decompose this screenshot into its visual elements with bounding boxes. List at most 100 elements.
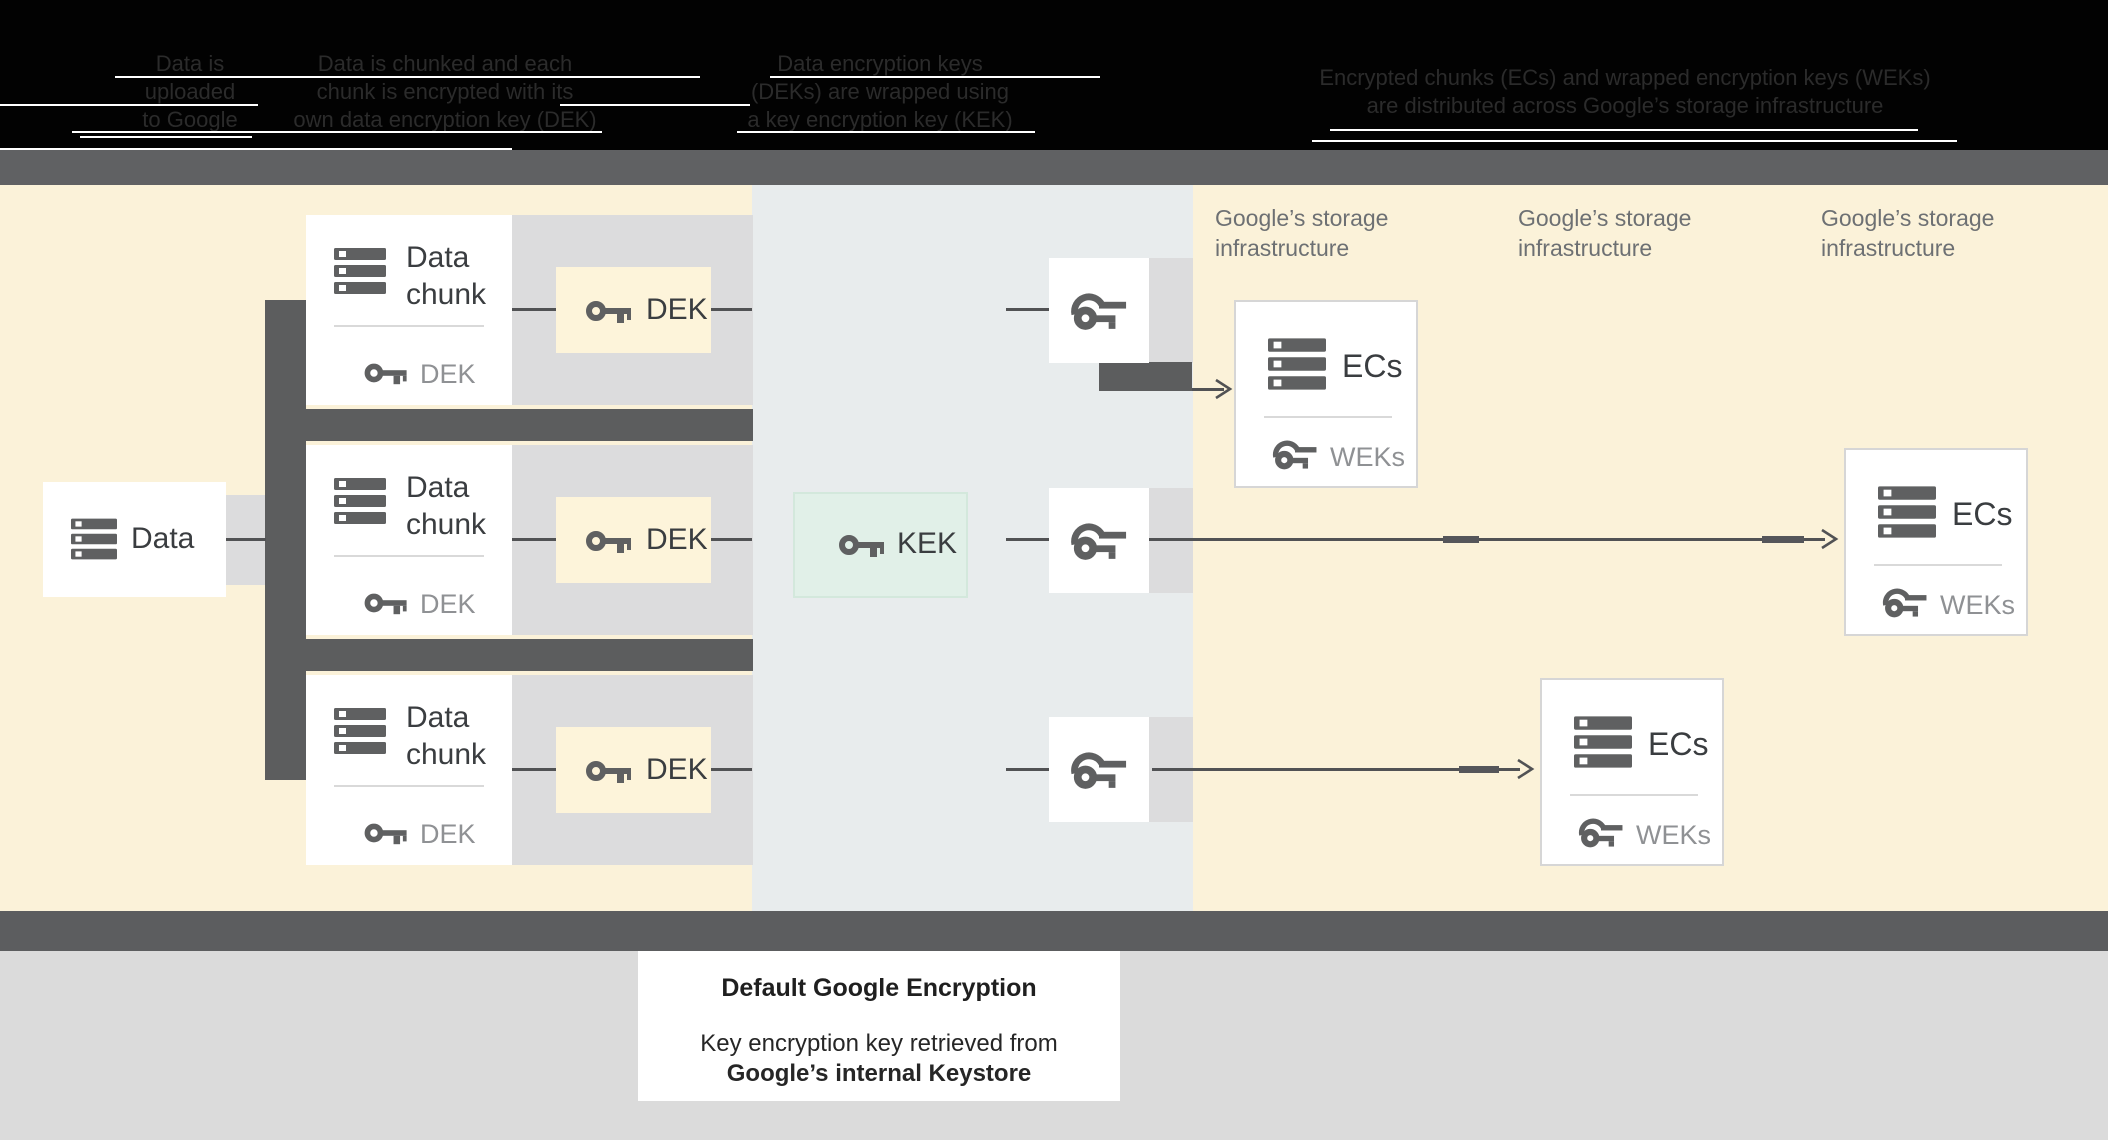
key-icon bbox=[364, 359, 410, 387]
chunk-dek-label: DEK bbox=[420, 359, 476, 389]
header-note-line: own data encryption key (DEK) bbox=[293, 107, 597, 132]
arrowhead-icon bbox=[1820, 528, 1840, 550]
data-stack-icon bbox=[71, 518, 117, 560]
data-chunk-box: Data chunk DEK bbox=[306, 215, 512, 405]
caption-body: Key encryption key retrieved from Google… bbox=[638, 1029, 1120, 1089]
footer-area: Default Google Encryption Key encryption… bbox=[0, 951, 2108, 1140]
chunk-dek-label: DEK bbox=[420, 589, 476, 619]
header-note-distribution: Encrypted chunks (ECs) and wrapped encry… bbox=[1290, 64, 1960, 120]
chunk-box-title: Data chunk bbox=[406, 701, 487, 771]
header-note-line: Data is chunked and each bbox=[317, 51, 573, 76]
connector-line bbox=[711, 768, 752, 771]
arrow-line bbox=[1192, 388, 1224, 391]
arrow-line bbox=[1149, 538, 1825, 541]
glitch-line bbox=[115, 76, 700, 78]
data-box: Data bbox=[43, 482, 226, 597]
wrapped-key-icon bbox=[1272, 436, 1318, 472]
ecs-box-label: ECs bbox=[1648, 726, 1709, 762]
header-note-line: (DEKs) are wrapped using bbox=[750, 79, 1009, 104]
glitch-line bbox=[80, 136, 252, 138]
fork-trunk-bar bbox=[265, 300, 306, 780]
glitch-line bbox=[560, 104, 750, 106]
connector-line bbox=[512, 538, 556, 541]
header-note-chunking: Data is chunked and each chunk is encryp… bbox=[280, 50, 610, 134]
glitch-line bbox=[1330, 129, 1918, 131]
storage-infrastructure-label: Google’s storage infrastructure bbox=[1518, 205, 1692, 261]
wrapped-key-icon bbox=[1070, 518, 1128, 563]
storage-infrastructure-label: Google’s storage infrastructure bbox=[1215, 205, 1389, 261]
divider bbox=[1264, 416, 1392, 418]
dek-box: DEK bbox=[556, 727, 711, 813]
header-note-line: chunk is encrypted with its bbox=[316, 79, 574, 104]
ecs-box-label: ECs bbox=[1342, 348, 1403, 384]
header-note-line: to Google bbox=[142, 107, 238, 132]
key-icon bbox=[586, 756, 634, 786]
chunk-box-title: Data chunk bbox=[406, 241, 487, 311]
diagram-canvas: Data Data chunk DEK Data chunk bbox=[0, 185, 2108, 911]
wrapped-key-box bbox=[1049, 488, 1149, 593]
arrow-line-thick bbox=[1443, 536, 1479, 543]
key-icon bbox=[364, 589, 410, 617]
key-icon bbox=[586, 526, 634, 556]
ecs-weks-label: WEKs bbox=[1636, 820, 1712, 850]
fork-cross-bar bbox=[265, 409, 753, 441]
ecs-box: ECs WEKs bbox=[1540, 678, 1724, 866]
arrow-line bbox=[1152, 768, 1520, 771]
fork-cross-bar bbox=[265, 639, 753, 671]
divider bbox=[1874, 564, 2002, 566]
connector-line bbox=[711, 308, 752, 311]
dek-box: DEK bbox=[556, 267, 711, 353]
divider bbox=[334, 785, 484, 787]
caption-title: Default Google Encryption bbox=[721, 974, 1037, 1002]
data-stack-icon bbox=[1878, 486, 1936, 538]
connector-line bbox=[512, 768, 556, 771]
data-stack-icon bbox=[334, 247, 386, 295]
header-note-upload: Data is uploaded to Google bbox=[60, 50, 320, 134]
key-icon bbox=[839, 530, 887, 560]
kek-box: KEK bbox=[793, 492, 968, 598]
connector-line bbox=[226, 538, 266, 541]
kek-box-label: KEK bbox=[897, 527, 958, 560]
glitch-line bbox=[737, 131, 1035, 133]
caption-line-bold: Google’s internal Keystore bbox=[726, 1060, 1032, 1087]
header-note-line: Data is bbox=[155, 51, 225, 76]
connector-line bbox=[512, 308, 556, 311]
storage-infrastructure-label: Google’s storage infrastructure bbox=[1821, 205, 1995, 261]
chunk-box-title: Data chunk bbox=[406, 471, 487, 541]
arrow-line-thick bbox=[1459, 766, 1499, 773]
data-stack-icon bbox=[1574, 716, 1632, 768]
dek-box-label: DEK bbox=[646, 293, 708, 326]
glitch-line bbox=[1312, 140, 1957, 142]
data-box-label: Data bbox=[131, 522, 195, 555]
divider bbox=[1570, 794, 1698, 796]
divider bbox=[334, 325, 484, 327]
separator-band-top bbox=[0, 150, 2108, 185]
keybox-strip bbox=[1149, 258, 1193, 363]
data-stack-icon bbox=[334, 477, 386, 525]
data-chunk-box: Data chunk DEK bbox=[306, 445, 512, 635]
header-note-line: Encrypted chunks (ECs) and wrapped encry… bbox=[1319, 65, 1931, 90]
wrapped-key-icon bbox=[1578, 814, 1624, 850]
header-band: Data is uploaded to Google Data is chunk… bbox=[0, 0, 2108, 150]
dek-box-label: DEK bbox=[646, 753, 708, 786]
arrow-line-thick bbox=[1762, 536, 1804, 543]
ecs-box-label: ECs bbox=[1952, 496, 2013, 532]
connector-line bbox=[1006, 538, 1049, 541]
dek-box: DEK bbox=[556, 497, 711, 583]
data-stack-icon bbox=[334, 707, 386, 755]
data-chunk-box: Data chunk DEK bbox=[306, 675, 512, 865]
header-note-wrapping: Data encryption keys (DEKs) are wrapped … bbox=[715, 50, 1045, 134]
glitch-line bbox=[770, 76, 1100, 78]
ecs-weks-label: WEKs bbox=[1940, 590, 2016, 620]
wrapped-key-icon bbox=[1070, 288, 1128, 333]
connector-line bbox=[1006, 768, 1049, 771]
dek-box-label: DEK bbox=[646, 523, 708, 556]
separator-band-bottom bbox=[0, 911, 2108, 951]
header-note-line: uploaded bbox=[144, 79, 236, 104]
ecs-box: ECs WEKs bbox=[1234, 300, 1418, 488]
wrapped-key-box bbox=[1049, 258, 1149, 363]
glitch-line bbox=[0, 104, 258, 106]
chunk-dek-label: DEK bbox=[420, 819, 476, 849]
header-note-line: are distributed across Google’s storage … bbox=[1366, 93, 1884, 118]
